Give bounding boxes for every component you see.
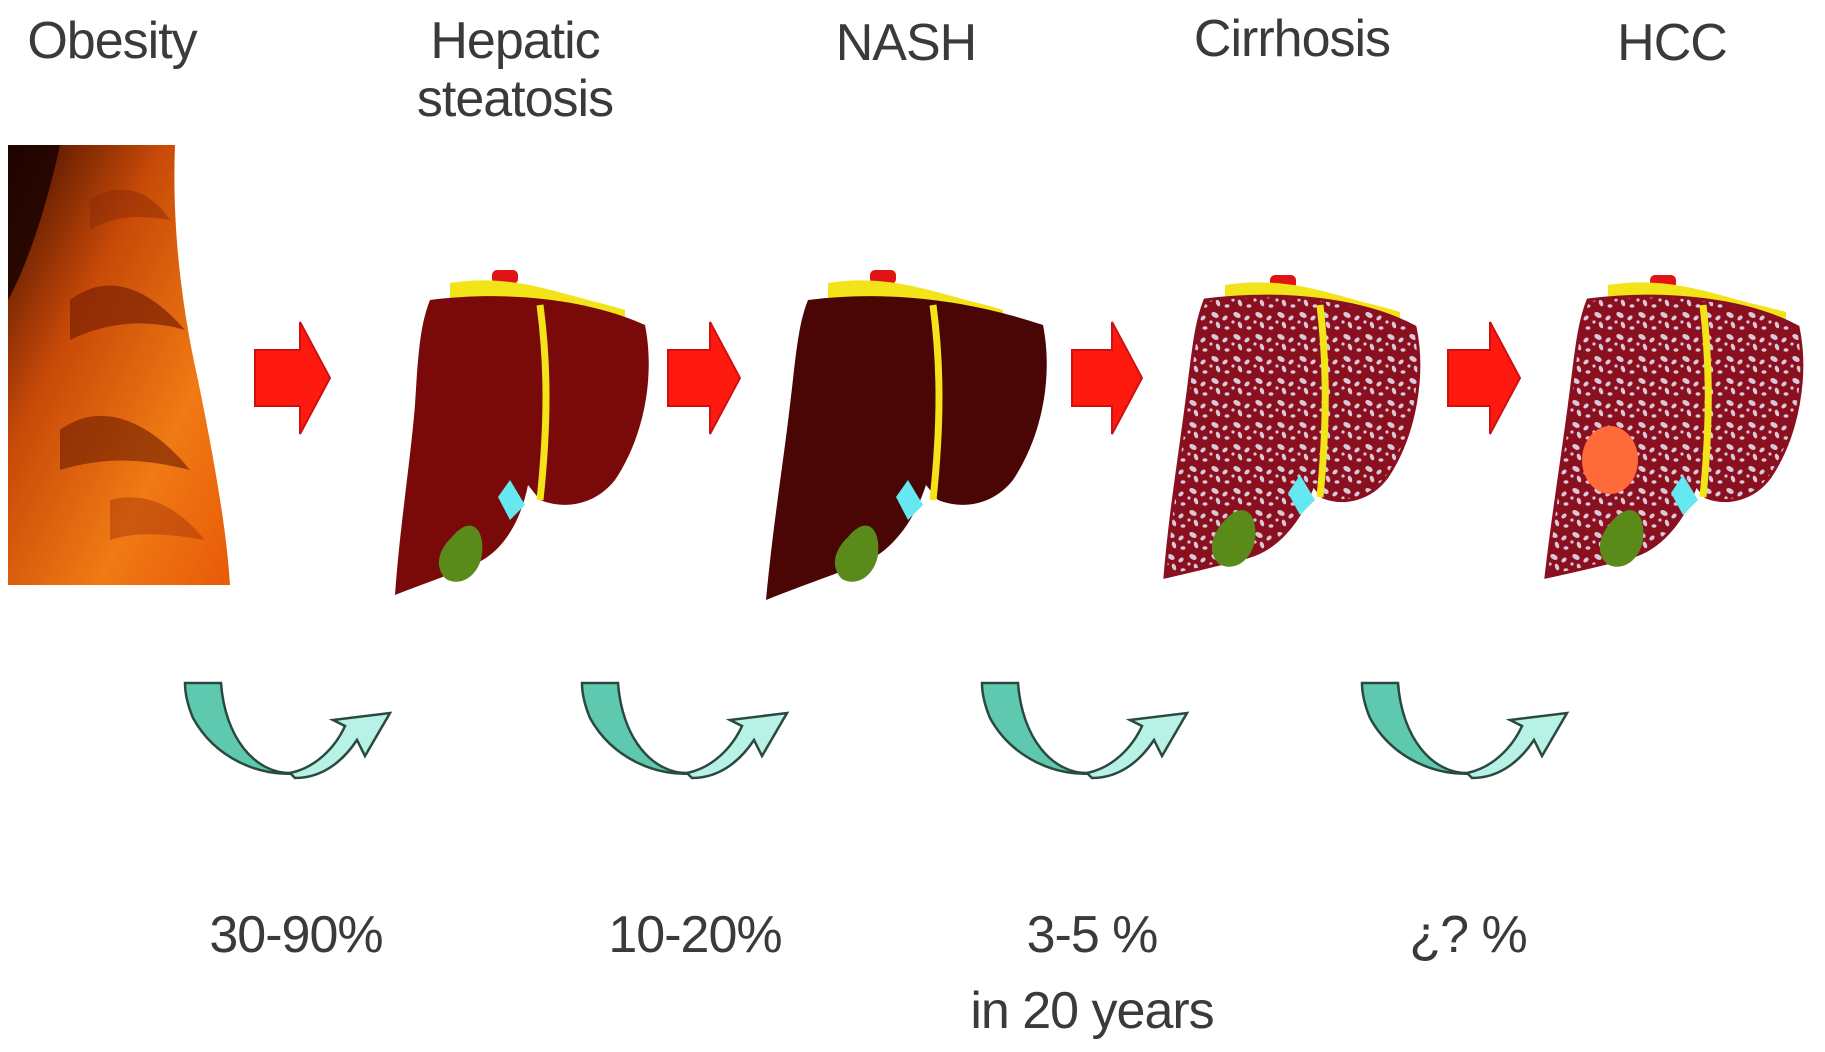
reversible-cycle-arrow-icon	[582, 683, 787, 778]
tumor-mass	[1582, 426, 1638, 494]
stage-title-cirrhosis: Cirrhosis	[1194, 10, 1390, 68]
liver-nash-icon	[766, 270, 1047, 600]
stage-title-hcc: HCC	[1617, 14, 1727, 72]
progression-arrow-icon	[255, 322, 330, 434]
liver-steatosis-icon	[395, 270, 649, 595]
transition-rate-nash-to-cirrhosis: 3-5 % in 20 years	[970, 906, 1213, 1040]
transition-rate-obesity-to-steatosis: 30-90%	[209, 906, 382, 964]
progression-arrow-icon	[668, 322, 740, 434]
reversible-cycle-arrow-icon	[982, 683, 1187, 778]
stage-title-obesity: Obesity	[27, 12, 196, 70]
progression-arrow-icon	[1448, 322, 1520, 434]
reversible-cycle-arrow-icon	[185, 683, 390, 778]
transition-rate-cirrhosis-to-hcc: ¿? %	[1409, 906, 1526, 964]
progression-arrow-icon	[1072, 322, 1142, 434]
liver-cirrhosis-icon	[1165, 275, 1419, 577]
stage-title-nash: NASH	[836, 14, 976, 72]
transition-rate-steatosis-to-nash: 10-20%	[608, 906, 781, 964]
reversible-cycle-arrow-icon	[1362, 683, 1567, 778]
stage-title-hepatic-steatosis: Hepatic steatosis	[417, 12, 613, 128]
obesity-photo-icon	[8, 145, 230, 585]
liver-hcc-icon	[1546, 275, 1802, 577]
